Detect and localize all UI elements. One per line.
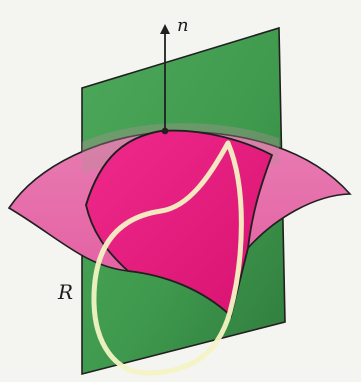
arrow-up-icon xyxy=(160,24,170,34)
intersection-curve xyxy=(91,140,244,376)
region-label: R xyxy=(57,280,73,304)
normal-label: n xyxy=(177,15,189,36)
surface-front-edge xyxy=(85,130,162,206)
normal-base-point xyxy=(161,127,169,135)
